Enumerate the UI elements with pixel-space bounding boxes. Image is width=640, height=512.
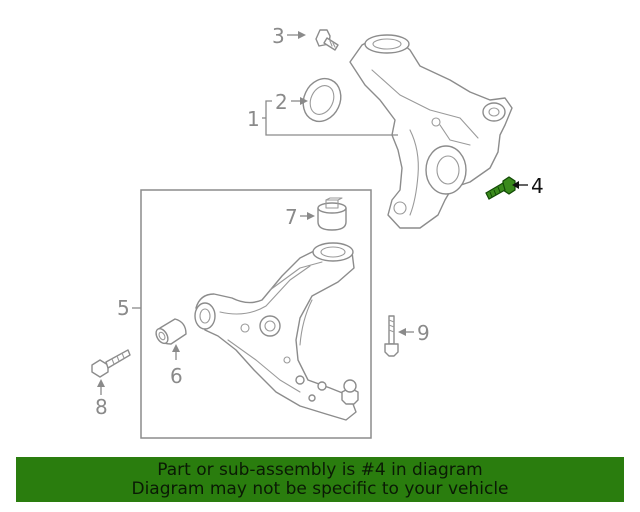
control-arm-group-box — [140, 189, 372, 439]
banner-line-2: Diagram may not be specific to your vehi… — [131, 478, 509, 499]
callout-7: 7 — [285, 205, 298, 229]
front-bushing[interactable] — [154, 318, 187, 345]
notice-banner: Part or sub-assembly is #4 in diagram Di… — [16, 457, 624, 502]
callout-2: 2 — [275, 90, 288, 114]
callout-5: 5 — [117, 296, 130, 320]
bolt-3[interactable] — [315, 29, 339, 51]
callout-4: 4 — [531, 174, 544, 198]
bolt-8[interactable] — [91, 349, 131, 378]
callout-3: 3 — [272, 24, 285, 48]
steering-knuckle[interactable] — [349, 34, 513, 229]
leader-lines — [97, 31, 528, 395]
callout-9: 9 — [417, 321, 430, 345]
dust-seal[interactable] — [296, 72, 347, 127]
rear-bushing[interactable] — [317, 197, 347, 231]
callout-1: 1 — [247, 107, 260, 131]
bolt-4-highlighted[interactable] — [485, 176, 516, 200]
banner-line-1: Part or sub-assembly is #4 in diagram — [157, 459, 483, 480]
bolt-9[interactable] — [384, 315, 399, 357]
callout-8: 8 — [95, 395, 108, 419]
callout-labels: 1 2 3 4 5 6 7 8 9 — [95, 24, 544, 419]
lower-control-arm[interactable] — [194, 242, 359, 421]
callout-6: 6 — [170, 364, 183, 388]
